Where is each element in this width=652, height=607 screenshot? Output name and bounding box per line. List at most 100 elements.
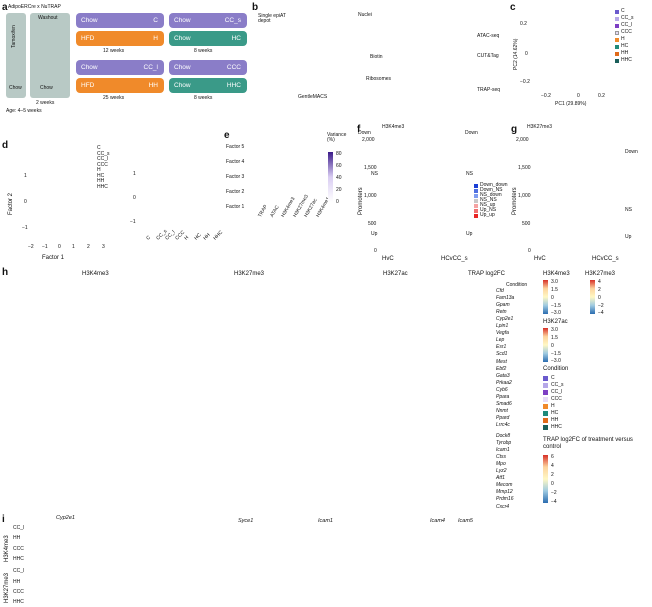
heatmap-cell (259, 358, 268, 366)
trap-cell (488, 358, 493, 366)
heatmap-cell (275, 454, 284, 462)
heatmap-cell (351, 482, 359, 490)
trap-cell (488, 337, 493, 345)
heatmap-cell (380, 454, 388, 462)
panel-d-label: d (2, 140, 9, 151)
sankey-g-right-down: Down (625, 149, 638, 155)
sankey-g-right-ns: NS (625, 207, 632, 213)
heatmap-cell (337, 316, 345, 324)
heatmap-cell (132, 302, 141, 310)
heatmap-cell (329, 358, 338, 366)
heatmap-cell (60, 316, 69, 324)
heatmap-cell (373, 482, 381, 490)
heatmap-cell (27, 421, 37, 430)
heatmap-cell (438, 323, 446, 331)
heatmap-cell (267, 489, 276, 497)
violin-shape (174, 207, 183, 237)
heatmap-cell (234, 489, 243, 497)
heatmap-cell (116, 468, 125, 476)
factor-point (32, 210, 40, 218)
track-name: CCC (13, 588, 24, 595)
cuttag-label: CUT&Tag (477, 53, 499, 59)
heatmap-cell (452, 379, 461, 387)
heatmap-cell (132, 365, 141, 373)
heatmap-cell (164, 365, 174, 373)
heatmap-cell (60, 365, 69, 373)
heatmap-cell (337, 309, 345, 317)
condition-cell (52, 280, 61, 286)
heatmap-cell (316, 372, 326, 380)
heatmap-cell (445, 468, 453, 476)
legend-swatch (474, 193, 478, 198)
heatmap-cell (116, 489, 125, 497)
sankey-legend-item: Up_up (474, 213, 508, 218)
heatmap-cell (316, 309, 326, 317)
heatmap-cell (76, 365, 85, 373)
condition-legend-item: CCC (543, 396, 564, 403)
heatmap-cell (300, 309, 309, 317)
heatmap-cell (68, 351, 77, 359)
factor-xtick-5: 2 (87, 244, 90, 250)
heatmap-cell (185, 447, 194, 455)
mouse-model-header: AdipoERCre x NuTRAP (8, 4, 61, 10)
legend-h3k27ac-colorbar (543, 328, 548, 362)
heatmap-cell (156, 323, 166, 331)
condition-cell (177, 280, 186, 286)
condition-cell (234, 280, 243, 286)
heatmap-cell (44, 400, 53, 408)
k4-tick-5: −3.0 (551, 310, 561, 316)
heatmap-cell (283, 496, 293, 504)
heatmap-cell (358, 447, 367, 455)
heatmap-cell (431, 316, 439, 324)
heatmap-cell (164, 337, 174, 345)
heatmap-cell (132, 454, 141, 462)
heatmap-cell (394, 447, 403, 455)
tamoxifen-box (6, 13, 26, 98)
violin-xlabel: HH (202, 232, 212, 242)
heatmap-cell (84, 294, 93, 303)
heatmap-cell (438, 432, 446, 441)
heatmap-cell (242, 439, 252, 448)
heatmap-cell (316, 421, 326, 430)
heatmap-cell (380, 414, 388, 423)
trap-cell (488, 351, 493, 359)
heatmap-cell (358, 475, 367, 483)
heatmap-cell (300, 496, 309, 504)
heatmap-cell (68, 393, 77, 401)
heatmap-cell (140, 323, 149, 331)
heatmap-cell (292, 496, 301, 504)
heatmap-cell (373, 287, 381, 296)
heatmap-cell (267, 344, 276, 352)
heatmap-cell (431, 393, 439, 401)
heatmap-cell (100, 439, 109, 448)
violin-shape (155, 204, 164, 236)
heatmap-cell (92, 407, 101, 416)
heatmap-cell (218, 386, 227, 394)
legend-h3k27ac-title: H3K27ac (543, 319, 568, 325)
gene-label: Scd1 (496, 351, 508, 358)
heatmap-cell (366, 365, 374, 373)
heatmap-cell (76, 454, 85, 462)
trap-cell (479, 414, 484, 423)
heatmap-cell (394, 316, 403, 324)
heatmap-cell (218, 489, 227, 497)
heatmap-cell (108, 337, 117, 345)
heatmap-cell (185, 323, 194, 331)
heatmap-cell (164, 475, 174, 483)
heatmap-cell (132, 439, 141, 448)
heatmap-cell (156, 287, 166, 296)
heatmap-cell (250, 393, 260, 401)
trap-cell (488, 330, 493, 338)
heatmap-cell (156, 386, 166, 394)
heatmap-cell (132, 393, 141, 401)
heatmap-cell (438, 447, 446, 455)
heatmap-cell (140, 454, 149, 462)
track-name: CC_l (13, 525, 25, 531)
factor-point (100, 226, 108, 234)
heatmap-cell (438, 400, 446, 408)
heatmap-cell (234, 365, 243, 373)
heatmap-cell (292, 302, 301, 310)
heatmap-cell (409, 421, 417, 430)
heatmap-cell (259, 393, 268, 401)
heatmap-cell (308, 414, 317, 423)
